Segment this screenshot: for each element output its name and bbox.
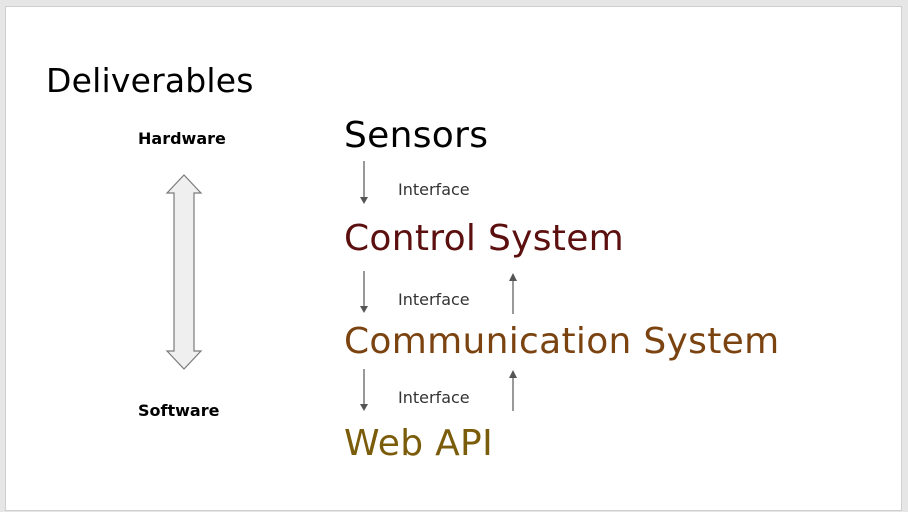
layer-sensors: Sensors	[344, 115, 489, 156]
interface-arrow-up-2-icon	[509, 273, 517, 314]
slide: Deliverables Hardware Software Sensors I…	[5, 6, 902, 511]
hardware-label: Hardware	[138, 129, 226, 148]
layer-control-system: Control System	[344, 218, 625, 259]
software-label: Software	[138, 401, 220, 420]
interface-label-2: Interface	[398, 290, 470, 309]
layer-communication-system: Communication System	[344, 321, 780, 362]
interface-arrow-down-3-icon	[360, 369, 368, 411]
layer-web-api: Web API	[344, 423, 493, 464]
interface-label-3: Interface	[398, 388, 470, 407]
slide-title: Deliverables	[46, 61, 254, 100]
hardware-software-double-arrow-icon	[165, 174, 203, 370]
diagram-arrows	[165, 161, 517, 411]
interface-arrow-down-2-icon	[360, 271, 368, 313]
interface-arrow-up-3-icon	[509, 370, 517, 411]
interface-label-1: Interface	[398, 180, 470, 199]
interface-arrow-down-1-icon	[360, 161, 368, 204]
